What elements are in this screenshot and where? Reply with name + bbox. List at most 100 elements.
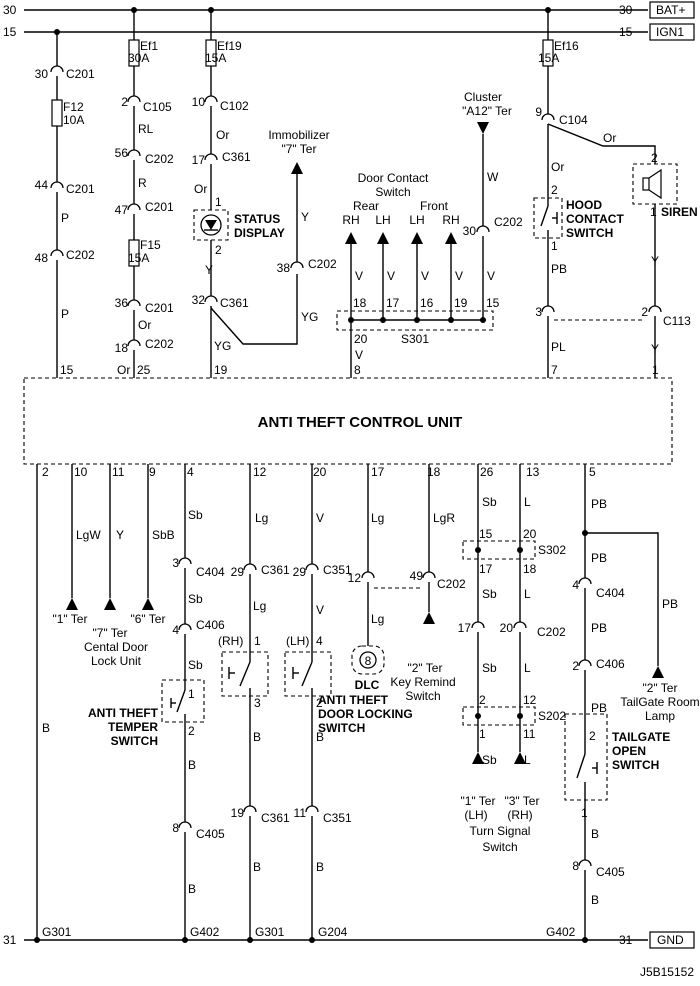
svg-text:Cluster: Cluster xyxy=(464,90,502,104)
svg-text:C201: C201 xyxy=(66,67,95,81)
svg-text:G402: G402 xyxy=(546,925,576,939)
svg-text:B: B xyxy=(591,893,599,907)
svg-text:20: 20 xyxy=(523,527,537,541)
svg-text:"7" Ter: "7" Ter xyxy=(93,626,128,640)
svg-text:C202: C202 xyxy=(308,257,337,271)
svg-text:38: 38 xyxy=(277,261,291,275)
svg-text:OPEN: OPEN xyxy=(612,744,646,758)
svg-text:1: 1 xyxy=(215,195,222,209)
door-contact-switch: Door Contact Switch Rear Front RH LH LH … xyxy=(336,171,494,378)
hood-contact-switch: Ef16 15A 9 C104 Or Or 2 1 HOOD CONTACT S… xyxy=(533,7,656,378)
svg-text:Switch: Switch xyxy=(375,185,410,199)
svg-text:2: 2 xyxy=(316,696,323,710)
svg-text:L: L xyxy=(524,753,531,767)
svg-text:RH: RH xyxy=(442,213,459,227)
svg-text:2: 2 xyxy=(215,243,222,257)
svg-text:Sb: Sb xyxy=(188,592,203,606)
svg-text:8: 8 xyxy=(354,363,361,377)
svg-text:PB: PB xyxy=(591,621,607,635)
svg-text:3: 3 xyxy=(254,696,261,710)
svg-text:V: V xyxy=(421,269,429,283)
svg-text:44: 44 xyxy=(35,178,49,192)
svg-text:25: 25 xyxy=(137,363,151,377)
svg-text:ANTI THEFT: ANTI THEFT xyxy=(318,693,389,707)
svg-text:Lg: Lg xyxy=(253,599,266,613)
svg-text:C202: C202 xyxy=(66,248,95,262)
svg-text:C201: C201 xyxy=(145,301,174,315)
svg-text:30: 30 xyxy=(463,224,477,238)
svg-text:LH: LH xyxy=(375,213,390,227)
bottom-circuits: 2 10 11 9 4 12 20 17 18 26 13 5 B G301 L… xyxy=(34,464,700,943)
svg-text:STATUS: STATUS xyxy=(234,212,280,226)
svg-text:4: 4 xyxy=(316,634,323,648)
cluster-connection: Cluster "A12" Ter W 30 C202 V 15 xyxy=(462,90,523,320)
svg-text:29: 29 xyxy=(231,565,245,579)
svg-text:B: B xyxy=(253,860,261,874)
svg-text:"1" Ter: "1" Ter xyxy=(461,794,496,808)
svg-text:G204: G204 xyxy=(318,925,348,939)
svg-text:ANTI THEFT CONTROL UNIT: ANTI THEFT CONTROL UNIT xyxy=(258,414,463,431)
svg-text:DLC: DLC xyxy=(355,678,380,692)
svg-text:29: 29 xyxy=(293,565,307,579)
svg-text:C361: C361 xyxy=(261,811,290,825)
svg-text:C102: C102 xyxy=(220,99,249,113)
svg-text:Lock Unit: Lock Unit xyxy=(91,654,142,668)
svg-text:Y: Y xyxy=(651,342,659,356)
svg-text:GND: GND xyxy=(657,933,684,947)
svg-text:ANTI THEFT: ANTI THEFT xyxy=(88,706,159,720)
svg-text:PB: PB xyxy=(591,701,607,715)
svg-text:C351: C351 xyxy=(323,811,352,825)
svg-text:Door Contact: Door Contact xyxy=(358,171,429,185)
svg-text:4: 4 xyxy=(572,578,579,592)
svg-text:Sb: Sb xyxy=(482,753,497,767)
svg-text:C201: C201 xyxy=(145,200,174,214)
svg-text:V: V xyxy=(316,511,324,525)
svg-text:12: 12 xyxy=(348,571,362,585)
svg-text:PB: PB xyxy=(662,597,678,611)
svg-text:F12: F12 xyxy=(63,100,84,114)
svg-text:TAILGATE: TAILGATE xyxy=(612,730,670,744)
svg-text:15A: 15A xyxy=(128,251,149,265)
svg-text:2: 2 xyxy=(551,183,558,197)
svg-text:7: 7 xyxy=(551,363,558,377)
svg-text:32: 32 xyxy=(192,293,206,307)
svg-text:18: 18 xyxy=(353,296,367,310)
svg-text:2: 2 xyxy=(589,729,596,743)
status-display: 1 2 STATUS DISPLAY xyxy=(193,195,285,257)
svg-text:15A: 15A xyxy=(538,51,559,65)
svg-text:B: B xyxy=(591,827,599,841)
svg-text:19: 19 xyxy=(231,806,245,820)
svg-text:31: 31 xyxy=(3,933,17,947)
svg-text:(RH): (RH) xyxy=(507,808,532,822)
control-unit: ANTI THEFT CONTROL UNIT xyxy=(23,377,673,465)
svg-text:20: 20 xyxy=(354,332,368,346)
svg-text:Sb: Sb xyxy=(188,508,203,522)
svg-text:"3" Ter: "3" Ter xyxy=(505,794,540,808)
svg-text:1: 1 xyxy=(551,239,558,253)
svg-text:C406: C406 xyxy=(596,657,625,671)
svg-text:"2" Ter: "2" Ter xyxy=(408,661,443,675)
svg-text:19: 19 xyxy=(454,296,468,310)
svg-text:B: B xyxy=(316,730,324,744)
svg-text:11: 11 xyxy=(523,727,536,741)
svg-text:36: 36 xyxy=(115,296,129,310)
svg-text:DISPLAY: DISPLAY xyxy=(234,226,285,240)
svg-text:17: 17 xyxy=(458,621,472,635)
svg-text:13: 13 xyxy=(526,465,540,479)
svg-text:(LH): (LH) xyxy=(286,634,309,648)
svg-text:C202: C202 xyxy=(494,215,523,229)
svg-text:B: B xyxy=(188,882,196,896)
svg-text:V: V xyxy=(355,269,363,283)
svg-text:"7" Ter: "7" Ter xyxy=(282,142,317,156)
svg-text:SIREN: SIREN xyxy=(661,205,698,219)
svg-text:"6" Ter: "6" Ter xyxy=(131,612,166,626)
svg-text:11: 11 xyxy=(294,806,307,820)
svg-text:RH: RH xyxy=(342,213,359,227)
svg-text:W: W xyxy=(487,170,499,184)
svg-text:1: 1 xyxy=(188,687,195,701)
svg-text:B: B xyxy=(253,730,261,744)
svg-text:31: 31 xyxy=(619,933,633,947)
svg-text:V: V xyxy=(355,348,363,362)
svg-text:SWITCH: SWITCH xyxy=(612,758,659,772)
